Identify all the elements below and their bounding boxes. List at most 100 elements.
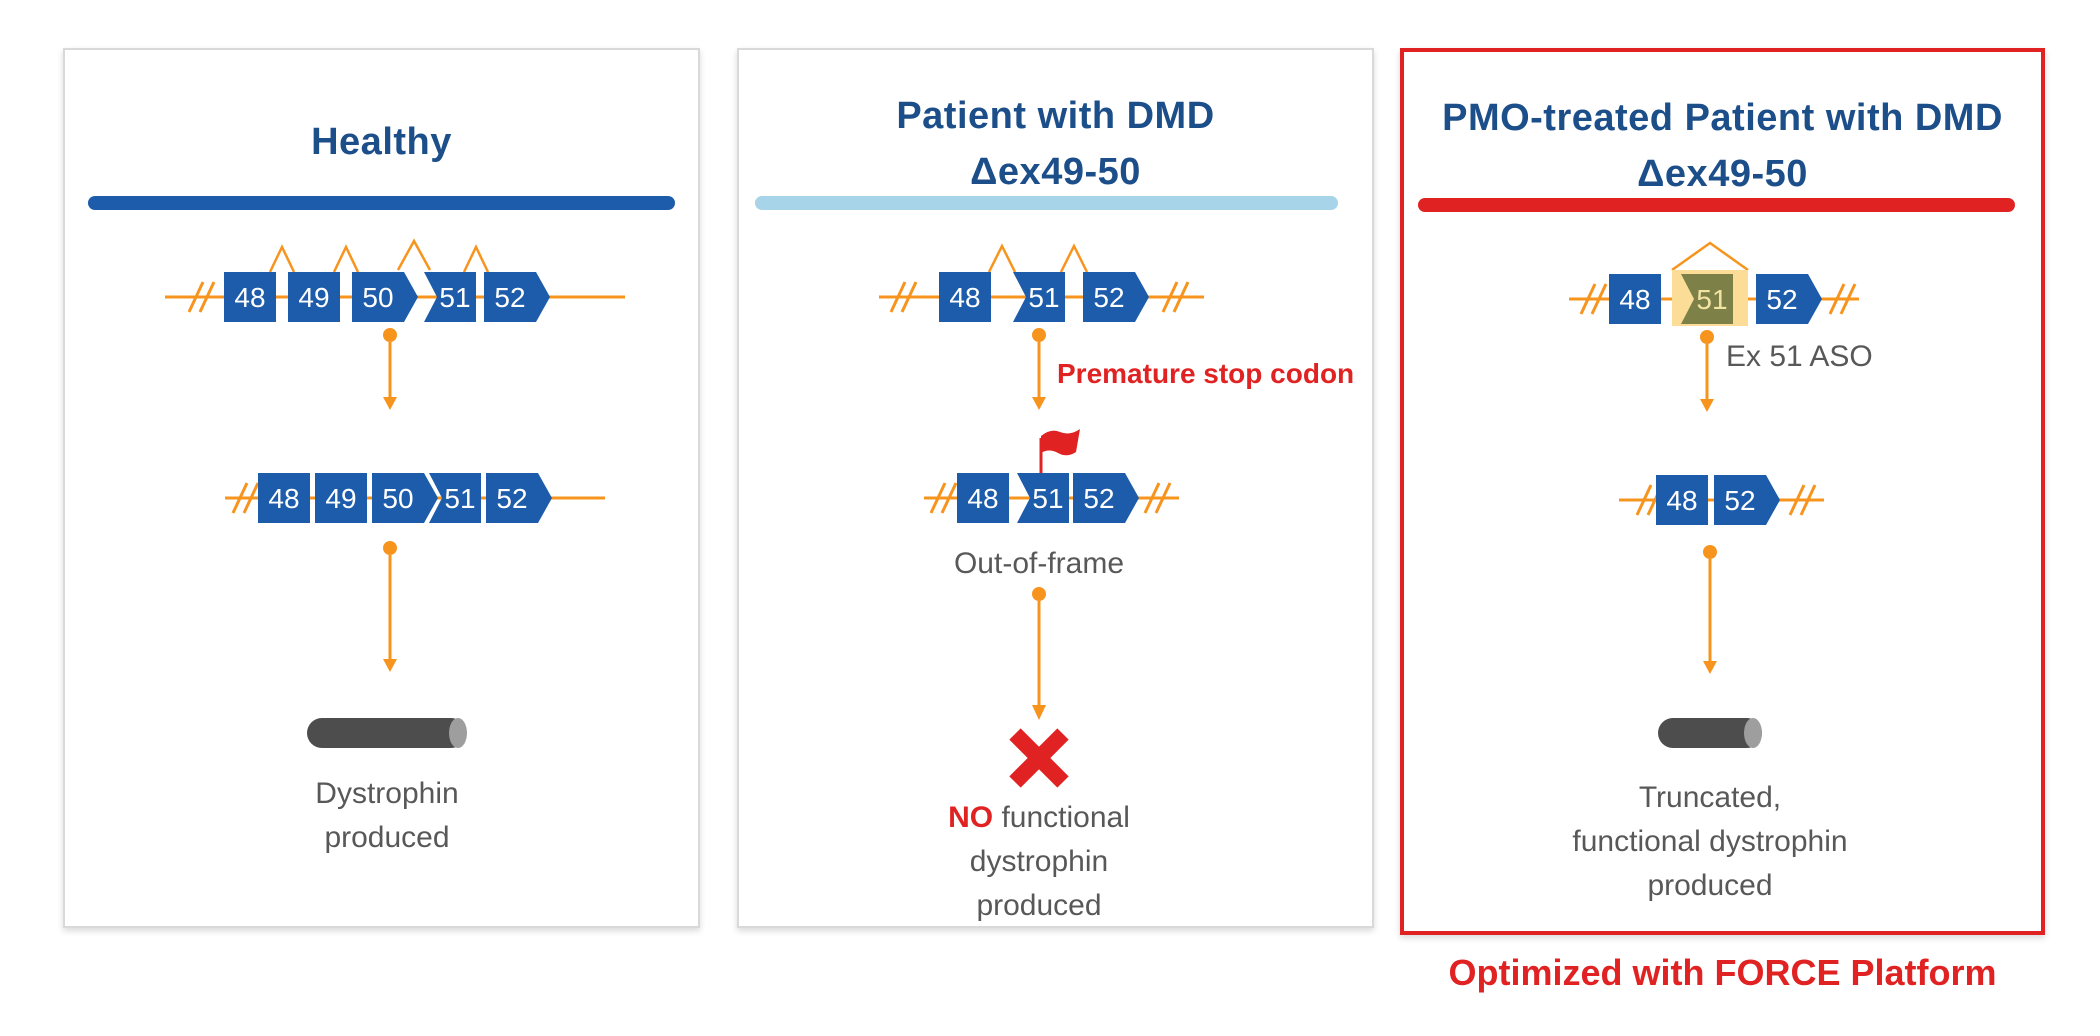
exon-48-box	[258, 473, 310, 523]
exon-label: 51	[444, 483, 475, 514]
splice-peak	[268, 244, 296, 273]
skip-splice-roof	[1671, 241, 1749, 272]
exon-label: 50	[382, 483, 413, 514]
exon-label: 48	[949, 282, 980, 313]
dystrophin-rod-cap	[449, 718, 467, 748]
exon-48-box	[1656, 475, 1708, 525]
x-mark-icon	[1009, 728, 1069, 788]
exon-label: 49	[298, 282, 329, 313]
dystrophin-rod	[1658, 718, 1762, 748]
break-slash	[929, 482, 958, 514]
outcome-label: NO functional dystrophin produced	[948, 801, 1130, 922]
break-slash	[1788, 484, 1817, 516]
out-of-frame-label: Out-of-frame	[953, 547, 1125, 580]
exon-50-box	[352, 272, 418, 322]
dystrophin-rod-cap	[1744, 718, 1762, 748]
force-platform-label: Optimized with FORCE Platform	[1448, 952, 1997, 993]
exon-label: 51	[1032, 483, 1063, 514]
break-slash	[231, 482, 260, 514]
exon-label: 52	[496, 483, 527, 514]
exon-52-box	[1083, 272, 1149, 322]
pmo-diagram: 48 51 52 48 52	[1418, 198, 2015, 748]
outcome-label: Truncated, functional dystrophin produce…	[1572, 781, 1848, 902]
dmd-divider-bar	[755, 196, 1338, 210]
down-arrow-head	[1700, 399, 1714, 412]
origin-dot	[1032, 328, 1046, 342]
exon-label: 48	[1666, 485, 1697, 516]
exon-label: 48	[268, 483, 299, 514]
down-arrow-head	[383, 659, 397, 672]
origin-dot	[1032, 587, 1046, 601]
title-line: Δex49-50	[970, 151, 1141, 193]
title-line: Healthy	[311, 121, 452, 163]
exon-51-box	[424, 272, 476, 322]
splice-peak	[1059, 243, 1089, 273]
panel-pmo-treated: PMO-treated Patient with DMD Δex49-50 48…	[1400, 48, 2045, 935]
panel-dmd-title: Patient with DMD Δex49-50	[739, 88, 1372, 200]
exon-52-box	[484, 272, 550, 322]
aso-label: Ex 51 ASO	[1726, 340, 1873, 373]
exon-label: 52	[1083, 483, 1114, 514]
exon-label: 48	[1619, 284, 1650, 315]
stop-flag-icon	[1039, 429, 1080, 473]
break-slash	[1828, 283, 1857, 315]
exon-52-box	[1714, 475, 1780, 525]
exon-label: 50	[362, 282, 393, 313]
healthy-diagram: 48 49 50 51 52 48 49 50	[88, 196, 675, 748]
exon-label: 52	[1766, 284, 1797, 315]
exon-52-box	[1073, 473, 1139, 523]
exon-52-box	[1756, 274, 1822, 324]
down-arrow-head	[1032, 705, 1046, 720]
exon-label: 51	[1028, 282, 1059, 313]
pmo-divider-bar	[1418, 198, 2015, 212]
exon-48-box	[224, 272, 276, 322]
exon-label: 51	[439, 282, 470, 313]
exon-label: 48	[967, 483, 998, 514]
exon-label: 52	[1724, 485, 1755, 516]
splice-peak	[987, 243, 1017, 273]
break-slash	[1161, 281, 1190, 313]
exon-52-box	[486, 473, 552, 523]
panel-healthy-title: Healthy	[65, 114, 698, 170]
exon-label: 51	[1696, 284, 1727, 315]
dystrophin-rod	[307, 718, 466, 748]
break-slash	[187, 281, 216, 313]
title-line: Patient with DMD	[896, 95, 1215, 137]
exon-51-box-skipped	[1681, 274, 1733, 324]
title-line: PMO-treated Patient with DMD	[1442, 97, 2003, 139]
down-arrow-head	[383, 397, 397, 410]
origin-dot	[1700, 330, 1714, 344]
exon-48-box	[957, 473, 1009, 523]
exon-51-box	[1013, 272, 1065, 322]
down-arrow-head	[1032, 397, 1046, 410]
break-slash	[889, 281, 918, 313]
origin-dot	[1703, 545, 1717, 559]
title-line: Δex49-50	[1637, 153, 1808, 195]
outcome-label: Dystrophin produced	[315, 777, 459, 854]
no-word: NO	[948, 801, 994, 834]
exon-49-box	[288, 272, 340, 322]
exon-48-box	[1609, 274, 1661, 324]
premature-stop-label: Premature stop codon	[1057, 358, 1355, 389]
exon-label: 48	[234, 282, 265, 313]
exon-48-box	[939, 272, 991, 322]
down-arrow-head	[1703, 661, 1717, 674]
exon-label: 49	[325, 483, 356, 514]
dmd-diagram: 48 51 52 48 51 52	[755, 196, 1338, 788]
exon-51-box	[1017, 473, 1069, 523]
panel-pmo-title: PMO-treated Patient with DMD Δex49-50	[1404, 90, 2041, 202]
splice-peak	[396, 238, 432, 271]
exon-50-box	[372, 473, 438, 523]
break-slash	[1143, 482, 1172, 514]
origin-dot	[383, 541, 397, 555]
healthy-divider-bar	[88, 196, 675, 210]
panel-patient-dmd: Patient with DMD Δex49-50 48 51 52	[737, 48, 1374, 928]
exon-49-box	[315, 473, 367, 523]
origin-dot	[383, 328, 397, 342]
break-slash	[1579, 283, 1608, 315]
splice-peak	[462, 244, 490, 273]
exon-label: 52	[494, 282, 525, 313]
splice-peak	[332, 244, 360, 273]
exon-51-box	[429, 473, 481, 523]
